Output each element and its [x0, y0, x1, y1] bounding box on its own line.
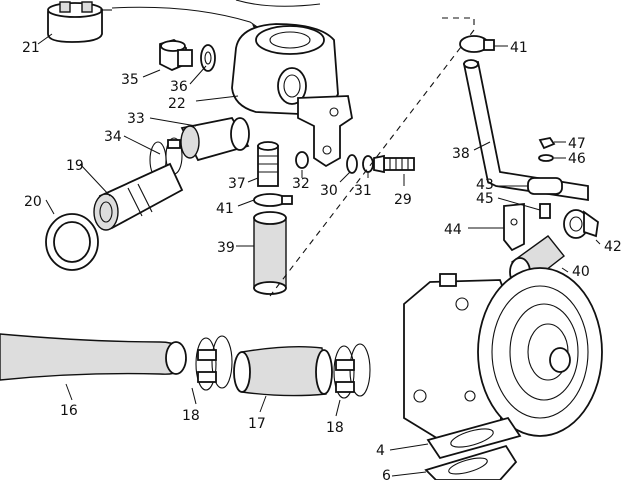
part-29-bolt: [373, 154, 415, 174]
part-21-thermostat-housing: [47, 1, 112, 43]
part-top-edge: [235, 0, 321, 7]
label-35: 35: [121, 72, 139, 88]
leader-lines: [37, 33, 601, 477]
label-36: 36: [170, 79, 188, 95]
part-6-elbow: [424, 444, 518, 480]
part-44-bracket: [503, 203, 525, 252]
water-pump-assembly: [403, 267, 603, 441]
part-39-bypass-hose: [253, 211, 287, 295]
part-18-hose-clip-left: [195, 335, 233, 391]
label-41-right: 41: [510, 40, 528, 56]
label-46: 46: [568, 151, 586, 167]
label-37: 37: [228, 176, 246, 192]
part-43-clamp: [527, 177, 563, 195]
part-33-thermostat: [180, 116, 250, 162]
part-18-hose-clip-right: [333, 343, 371, 399]
label-47: 47: [568, 136, 586, 152]
label-32: 32: [292, 176, 310, 192]
label-34: 34: [104, 129, 122, 145]
label-43: 43: [476, 177, 494, 193]
part-16-radiator-hose: [0, 333, 187, 381]
label-44: 44: [444, 222, 462, 238]
label-16: 16: [60, 403, 78, 419]
part-41-clip-left: [253, 193, 293, 207]
label-38: 38: [452, 146, 470, 162]
label-39: 39: [217, 240, 235, 256]
part-47-nut: [538, 136, 556, 150]
dashed-boundary: [269, 17, 475, 297]
part-42-connector: [563, 209, 599, 239]
part-32-nut: [295, 151, 309, 169]
label-30: 30: [320, 183, 338, 199]
label-45: 45: [476, 191, 494, 207]
part-4-gasket: [426, 416, 522, 460]
label-19: 19: [66, 158, 84, 174]
part-30-washer: [346, 154, 358, 174]
label-6: 6: [382, 468, 391, 480]
part-17-connector-hose: [233, 345, 333, 397]
label-21: 21: [22, 40, 40, 56]
part-37-nipple: [257, 141, 279, 187]
leader-arrow-21: [111, 6, 263, 31]
part-36-washer: [200, 44, 216, 72]
part-20-gasket: [45, 213, 99, 271]
part-46-washer: [538, 154, 554, 162]
label-18-left: 18: [182, 408, 200, 424]
label-4: 4: [376, 443, 385, 459]
part-38-bypass-pipe: [462, 59, 589, 202]
label-18-right: 18: [326, 420, 344, 436]
label-31: 31: [354, 183, 372, 199]
label-42: 42: [604, 239, 622, 255]
part-35-nut: [159, 39, 193, 71]
part-labels: 21 35 36 22 33 34 19 20 37 41 39 32 30 3…: [22, 40, 622, 480]
label-33: 33: [127, 111, 145, 127]
part-45-screw: [539, 203, 551, 219]
label-22: 22: [168, 96, 186, 112]
label-29: 29: [394, 192, 412, 208]
label-40: 40: [572, 264, 590, 280]
part-19-outlet-pipe: [93, 162, 184, 231]
part-22-housing-body: [231, 23, 353, 168]
label-17: 17: [248, 416, 266, 432]
label-20: 20: [24, 194, 42, 210]
label-41-left: 41: [216, 201, 234, 217]
part-41-clip-right: [459, 35, 495, 53]
